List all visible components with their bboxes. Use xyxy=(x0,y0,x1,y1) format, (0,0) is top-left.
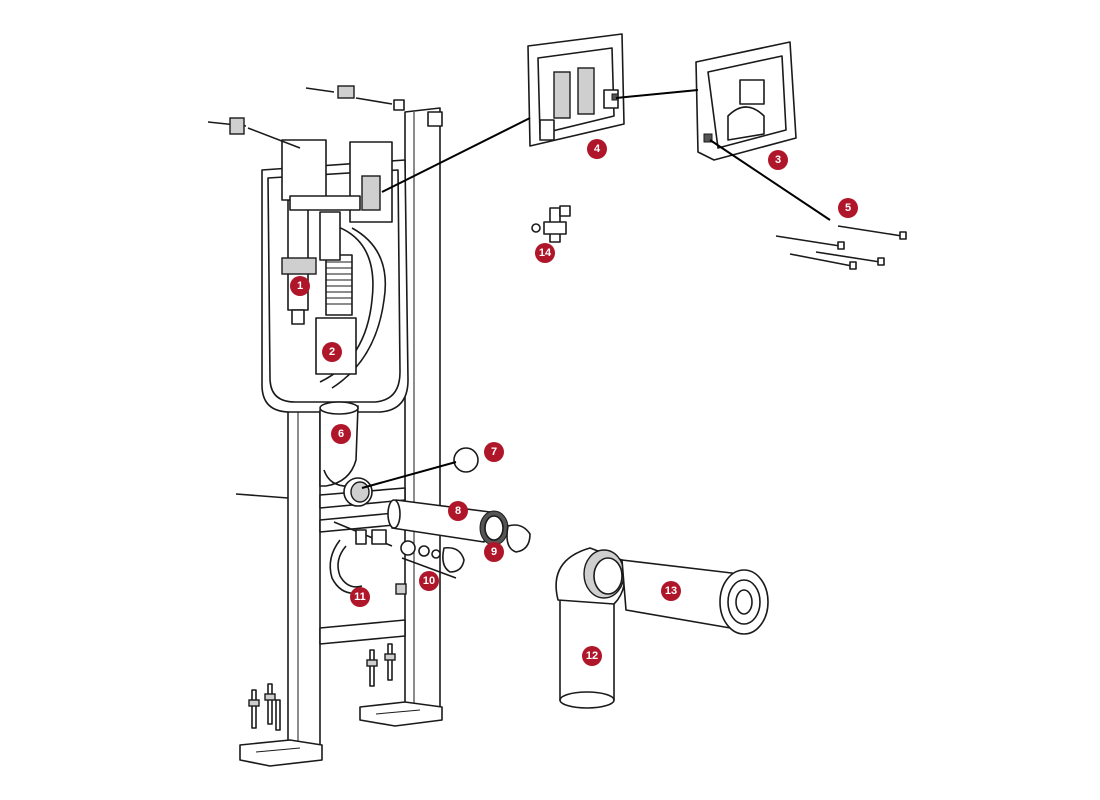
svg-text:12: 12 xyxy=(586,650,598,662)
leader-lines xyxy=(361,89,831,489)
svg-text:5: 5 xyxy=(845,202,851,214)
svg-text:9: 9 xyxy=(491,546,497,558)
svg-text:14: 14 xyxy=(539,247,552,259)
callout-4: 4 xyxy=(587,139,607,159)
seal-ring-drawing xyxy=(453,447,479,473)
callout-6: 6 xyxy=(331,424,351,444)
fill-valve-spring xyxy=(326,261,352,305)
callout-1: 1 xyxy=(290,276,310,296)
mounting-screws-drawing xyxy=(775,225,907,270)
callout-12: 12 xyxy=(582,646,602,666)
svg-text:6: 6 xyxy=(338,428,344,440)
svg-text:4: 4 xyxy=(594,143,601,155)
flush-bend xyxy=(319,401,373,507)
callout-3: 3 xyxy=(768,150,788,170)
angle-valve-drawing xyxy=(531,205,571,243)
protective-cover-drawing xyxy=(695,41,797,161)
svg-text:8: 8 xyxy=(455,505,461,517)
svg-text:1: 1 xyxy=(297,280,303,292)
callout-13: 13 xyxy=(661,581,681,601)
waste-bend-drawing xyxy=(555,547,626,709)
callout-10: 10 xyxy=(419,571,439,591)
supply-pipe-clamp-drawing xyxy=(329,529,407,595)
actuator-frame-drawing xyxy=(527,33,625,147)
svg-text:10: 10 xyxy=(423,575,435,587)
callout-14: 14 xyxy=(535,243,555,263)
callout-7: 7 xyxy=(484,442,504,462)
callout-8: 8 xyxy=(448,501,468,521)
callout-2: 2 xyxy=(322,342,342,362)
callout-11: 11 xyxy=(350,587,370,607)
frame-anchors xyxy=(207,85,443,149)
svg-text:3: 3 xyxy=(775,154,781,166)
svg-text:7: 7 xyxy=(491,446,497,458)
callout-9: 9 xyxy=(484,542,504,562)
cistern xyxy=(261,139,409,413)
svg-text:11: 11 xyxy=(354,591,366,603)
waste-connector-drawing xyxy=(621,559,769,635)
svg-text:13: 13 xyxy=(665,585,677,597)
callout-5: 5 xyxy=(838,198,858,218)
svg-text:2: 2 xyxy=(329,346,335,358)
